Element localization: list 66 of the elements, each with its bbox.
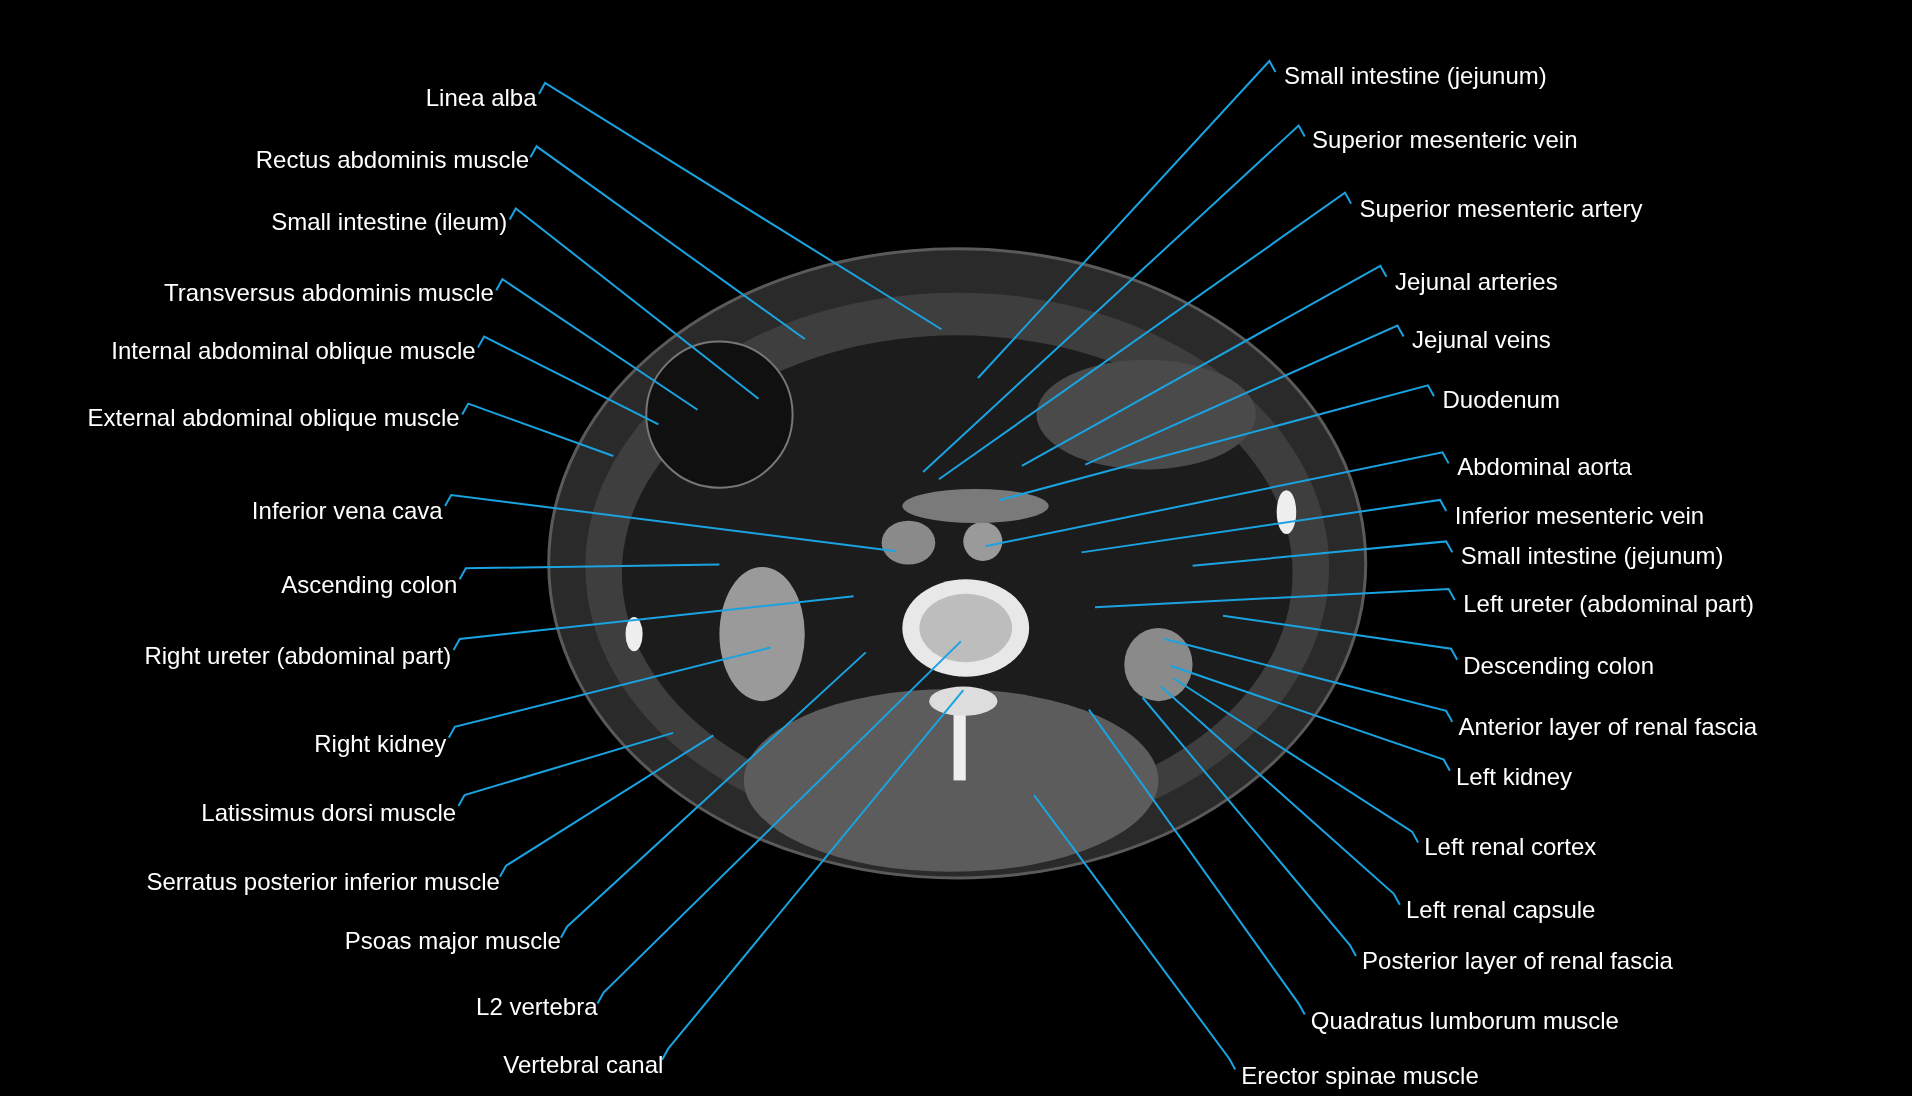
leader-line — [1163, 637, 1454, 723]
leader-line — [508, 207, 760, 400]
leader-line — [998, 384, 1435, 501]
leader-line — [498, 734, 715, 878]
anatomy-label: Small intestine (jejunum) — [1460, 542, 1724, 571]
anatomy-label: Linea alba — [425, 83, 537, 112]
anatomy-label: Quadratus lumborum muscle — [1310, 1006, 1619, 1035]
anatomy-label: Left renal capsule — [1405, 895, 1596, 924]
anatomy-label: Small intestine (jejunum) — [1284, 61, 1547, 90]
leader-line — [452, 595, 855, 651]
leader-line — [559, 651, 867, 939]
leader-line — [458, 563, 721, 581]
leader-line — [1159, 685, 1401, 906]
leader-line — [444, 494, 898, 553]
anatomy-label: Serratus posterior inferior muscle — [146, 867, 500, 896]
anatomy-label: Jejunal veins — [1412, 326, 1551, 355]
leader-line — [984, 451, 1450, 548]
leader-line — [922, 124, 1306, 473]
leader-line — [1169, 664, 1451, 772]
leader-line — [477, 335, 660, 426]
leader-line — [537, 81, 943, 331]
anatomy-label: Inferior mesenteric vein — [1454, 501, 1705, 530]
leader-line — [447, 646, 772, 739]
anatomy-label: L2 vertebra — [476, 993, 598, 1022]
leader-line — [596, 640, 962, 1005]
leader-line — [1080, 498, 1448, 554]
anatomy-label: Abdominal aorta — [1457, 453, 1632, 481]
leader-line — [1084, 324, 1405, 466]
leader-line — [1087, 708, 1306, 1016]
leader-line — [976, 59, 1277, 379]
anatomy-label: Erector spinae muscle — [1241, 1061, 1479, 1090]
leader-line — [1222, 614, 1459, 661]
anatomy-label: Anterior layer of renal fascia — [1458, 712, 1758, 741]
anatomy-label: Right kidney — [314, 729, 447, 758]
leader-line — [1094, 587, 1456, 609]
anatomy-label: Rectus abdominis muscle — [255, 145, 530, 174]
anatomy-label: Descending colon — [1463, 651, 1655, 680]
leader-line — [661, 689, 965, 1061]
leader-line — [1191, 540, 1454, 567]
leader-line — [461, 402, 615, 458]
leader-line — [937, 191, 1353, 481]
anatomy-label: Inferior vena cava — [251, 496, 443, 525]
anatomy-label: Ascending colon — [281, 571, 458, 600]
leader-line — [457, 731, 675, 807]
anatomy-label: Jejunal arteries — [1394, 267, 1558, 296]
leader-line — [1141, 696, 1357, 957]
anatomy-label: Left ureter (abdominal part) — [1463, 589, 1755, 618]
leader-line — [1172, 677, 1420, 844]
anatomy-label: Transversus abdominis muscle — [163, 278, 494, 307]
anatomy-label: Left renal cortex — [1424, 833, 1597, 862]
anatomy-label: External abdominal oblique muscle — [87, 404, 460, 433]
anatomy-label: Small intestine (ileum) — [271, 207, 508, 236]
leader-line — [1020, 264, 1388, 467]
leader-line — [529, 144, 806, 340]
anatomy-label: Left kidney — [1455, 762, 1572, 791]
anatomy-label: Internal abdominal oblique muscle — [111, 337, 476, 366]
anatomy-label: Superior mesenteric vein — [1312, 126, 1578, 155]
anatomy-label: Posterior layer of renal fascia — [1362, 946, 1673, 975]
anatomy-label: Right ureter (abdominal part) — [144, 642, 452, 670]
anatomy-label: Duodenum — [1442, 385, 1560, 414]
anatomy-label: Latissimus dorsi muscle — [201, 799, 457, 828]
anatomy-label: Superior mesenteric artery — [1359, 194, 1643, 223]
leader-line — [1033, 794, 1237, 1071]
anatomy-label: Psoas major muscle — [344, 927, 561, 956]
anatomy-label: Vertebral canal — [503, 1050, 664, 1079]
leader-line — [495, 277, 699, 411]
